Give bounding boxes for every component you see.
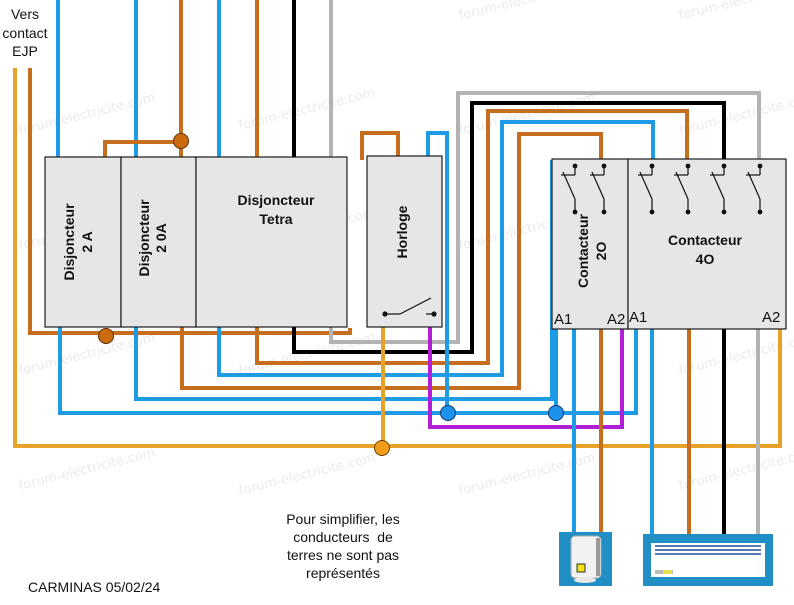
disjoncteur-tetra-label-1: Disjoncteur	[237, 192, 315, 208]
wire-tetra-grey-out	[329, 91, 761, 344]
water-heater-indicator	[576, 563, 586, 573]
contacteur-2o-a2: A2	[607, 311, 625, 328]
wire-horloge-brown-in	[360, 131, 400, 160]
contacteur-4o-body	[627, 158, 787, 330]
contacteur-4o-contacts-icon	[638, 163, 763, 215]
watermark: forum-electricite.com	[677, 0, 794, 24]
wire-bridge-brown-2a	[103, 140, 181, 157]
junction-node-orange	[374, 440, 390, 456]
contacteur-2o-contacts-icon	[561, 163, 607, 215]
ejp-label-line-3: EJP	[12, 43, 38, 59]
ejp-label: Vers contact EJP	[2, 6, 47, 59]
disjoncteur-2a-label-2: 2 A	[79, 231, 95, 252]
contact-switch-2	[590, 163, 607, 215]
junction-node-blue-2	[548, 405, 564, 421]
wire-tetra-black-out	[292, 101, 726, 354]
earth-note-line-2: conducteurs de	[293, 529, 393, 545]
watermark: forum-electricite.com	[677, 90, 794, 138]
ejp-label-line-1: Vers	[11, 6, 39, 22]
disjoncteur-tetra: Disjoncteur Tetra	[195, 156, 348, 328]
watermark: forum-electricite.com	[457, 0, 597, 24]
junction-nodes	[98, 133, 564, 456]
disjoncteur-20a: Disjoncteur 2 0A	[120, 156, 197, 328]
wire-horloge-blue-in	[426, 131, 449, 413]
watermark: forum-electricite.com	[677, 330, 794, 378]
watermark: forum-electricite.com	[17, 445, 157, 493]
horloge: Horloge	[366, 155, 443, 328]
wire-tetra-blue-out	[217, 120, 655, 377]
contacteur-2o-label-2: 2O	[593, 242, 609, 261]
horloge-switch-icon	[382, 297, 437, 317]
junction-node-brown-top	[173, 133, 189, 149]
contacteur-4o-a2: A2	[762, 309, 780, 326]
contact-switch-3	[710, 163, 727, 215]
wire-ejp-orange	[13, 68, 782, 448]
disjoncteur-2a: Disjoncteur 2 A	[44, 156, 122, 328]
contacteur-2o: Contacteur 2O A1 A2	[551, 158, 629, 330]
disjoncteur-tetra-body	[195, 156, 348, 328]
contacteur-4o: Contacteur 4O A1 A2	[627, 158, 787, 330]
watermark: forum-electricite.com	[677, 445, 794, 493]
watermark: forum-electricite.com	[457, 90, 597, 138]
horloge-label: Horloge	[394, 205, 410, 258]
earth-note-line-3: terres ne sont pas	[287, 547, 399, 563]
disjoncteur-20a-body	[120, 156, 197, 328]
water-heater-base	[574, 577, 596, 583]
disjoncteur-2a-label-1: Disjoncteur	[61, 203, 77, 281]
wire-tetra-brown-out	[255, 109, 689, 365]
wire-horloge-purple	[428, 327, 624, 429]
watermark: forum-electricite.com	[237, 450, 377, 498]
contacteur-4o-a1: A1	[629, 309, 647, 326]
contacteur-4o-label-2: 4O	[696, 251, 715, 267]
contacteur-4o-label-1: Contacteur	[668, 232, 742, 248]
disjoncteur-tetra-label-2: Tetra	[259, 211, 292, 227]
contact-switch-1	[638, 163, 655, 215]
wire-20a-brown-out	[180, 132, 603, 390]
ejp-label-line-2: contact	[2, 25, 47, 41]
earth-note-line-4: représentés	[306, 565, 380, 581]
contact-switch-4	[746, 163, 763, 215]
wire-ejp-brown	[28, 68, 352, 335]
water-heater-icon	[559, 532, 612, 586]
contacteur-2o-a1: A1	[554, 311, 572, 328]
junction-node-blue-1	[440, 405, 456, 421]
disjoncteur-20a-label-2: 2 0A	[153, 223, 169, 253]
radiator-indicator	[663, 570, 672, 574]
contact-switch-2	[674, 163, 691, 215]
contacteur-2o-label-1: Contacteur	[575, 214, 591, 288]
disjoncteur-20a-label-1: Disjoncteur	[136, 199, 152, 277]
earth-note: Pour simplifier, les conducteurs de terr…	[286, 511, 400, 581]
water-heater-shade	[596, 538, 600, 576]
junction-node-brown-bottom	[98, 328, 114, 344]
author-signature: CARMINAS 05/02/24	[28, 579, 160, 595]
radiator-icon	[643, 534, 773, 586]
earth-note-line-1: Pour simplifier, les	[286, 511, 400, 527]
contacteur-2o-body	[551, 158, 629, 330]
contact-switch-1	[561, 163, 578, 215]
